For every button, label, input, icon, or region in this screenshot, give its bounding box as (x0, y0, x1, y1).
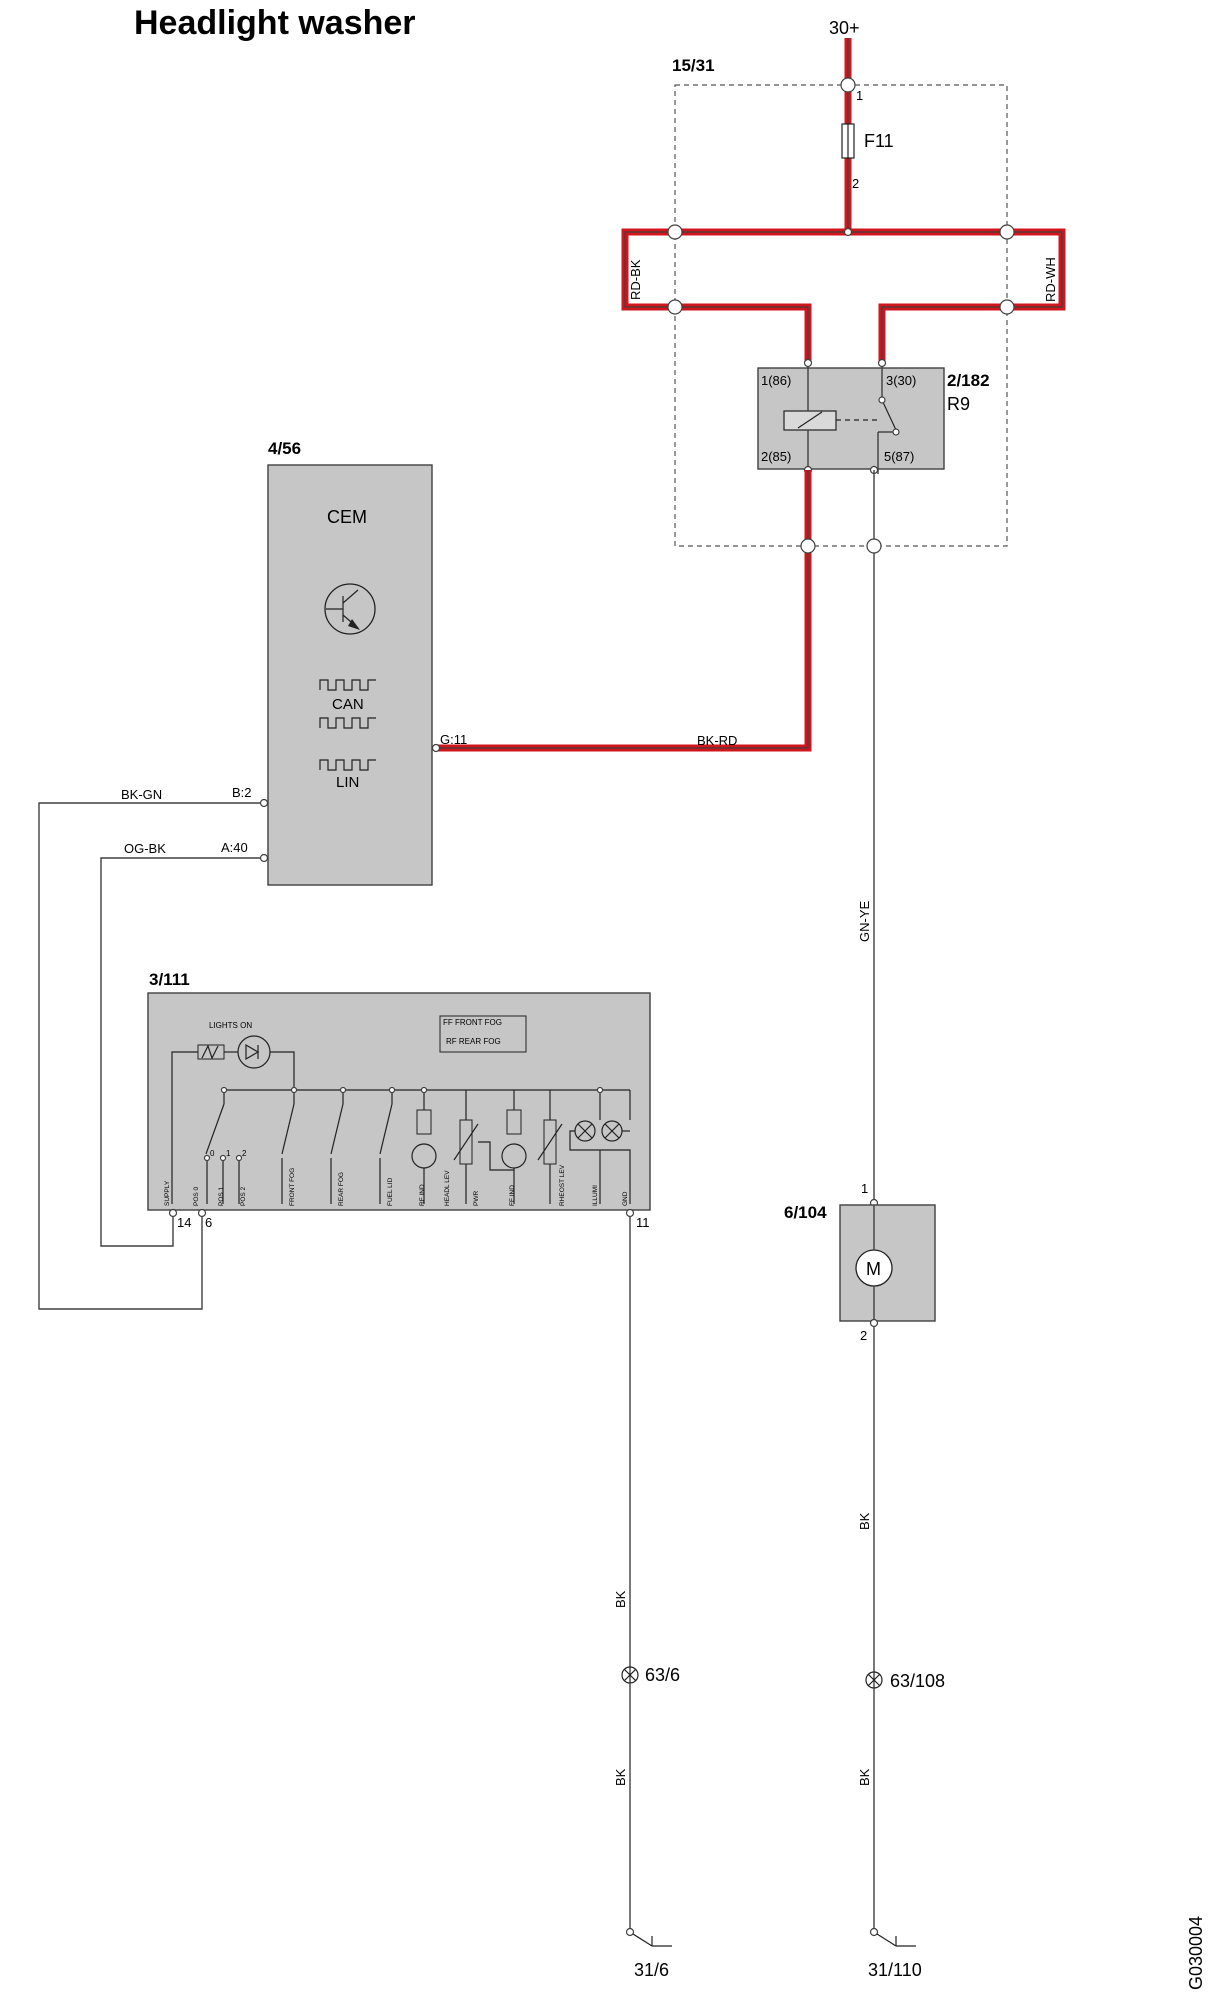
wire-label-bk-gn: BK-GN (121, 787, 162, 802)
wire-label-bk: BK (613, 1590, 628, 1608)
wire-label-gn-ye: GN-YE (857, 901, 872, 943)
splice-label-right: 63/108 (890, 1671, 945, 1691)
splice-63-108-icon (865, 1671, 883, 1689)
switch-pin-14: 14 (177, 1215, 191, 1230)
wire-bk-gn (38, 802, 260, 1310)
switch-pin-label: POS 2 (240, 1186, 247, 1206)
cem-pin-b2: B:2 (232, 785, 252, 800)
transistor-icon (324, 583, 376, 635)
box-exit-node (800, 538, 816, 554)
can-bus-icon (319, 679, 376, 729)
drawing-code: G030004 (1186, 1916, 1206, 1990)
wire-bk-rd (437, 470, 812, 752)
relay-pin-85: 2(85) (761, 449, 791, 464)
pos-mark-1: 1 (226, 1149, 231, 1158)
switch-pin-label: SUPPLY (164, 1180, 171, 1206)
switch-internal-circuit (171, 1035, 631, 1204)
relay-switch-icon (881, 399, 897, 431)
wire-label-bk: BK (857, 1768, 872, 1786)
switch-pin-label: PWR (473, 1191, 480, 1206)
switch-pin-label: HEADL LEV (444, 1170, 451, 1206)
wire-rd-wh-loop (848, 228, 1066, 311)
light-switch-module (147, 992, 651, 1211)
wire-label-bk-rd: BK-RD (697, 733, 737, 748)
switch-pin-label: POS 1 (218, 1186, 225, 1206)
wire-label-og-bk: OG-BK (124, 841, 166, 856)
fuse-top-node (840, 77, 856, 93)
can-bus-label: CAN (332, 696, 364, 713)
junction-node (667, 299, 683, 315)
page-title: Headlight washer (134, 4, 416, 42)
cem-pin-a40: A:40 (221, 840, 248, 855)
fuse-f11-label: F11 (864, 131, 894, 151)
switch-pin-11: 11 (636, 1215, 650, 1230)
wire-label-bk: BK (613, 1768, 628, 1786)
wire-og-bk (100, 857, 260, 1247)
legend-rear-fog: RF REAR FOG (446, 1037, 501, 1046)
switch-pin-label: RHEOST LEV (559, 1164, 566, 1206)
pos-mark-2: 2 (242, 1149, 247, 1158)
motor-pin-2: 2 (860, 1328, 867, 1343)
junction-node (667, 224, 683, 240)
switch-pin-label: REAR FOG (338, 1172, 345, 1206)
ground-label-right: 31/110 (868, 1960, 922, 1980)
box-exit-node (866, 538, 882, 554)
relay-pin-87: 5(87) (884, 449, 914, 464)
lights-on-label: LIGHTS ON (209, 1021, 252, 1030)
wire-label-rd-bk: RD-BK (628, 259, 643, 300)
motor-pin-1: 1 (861, 1181, 868, 1196)
cem-module (267, 464, 433, 886)
motor-symbol: M (866, 1259, 881, 1279)
fuse-pin-1: 1 (856, 88, 863, 103)
ground-icon (869, 1927, 916, 1947)
splice-63-6-icon (621, 1666, 639, 1684)
switch-pin-label: POS 0 (193, 1186, 200, 1206)
relay-pin-30: 3(30) (886, 373, 916, 388)
switch-pin-label: FF IND (509, 1185, 516, 1206)
junction-node (999, 299, 1015, 315)
fuse-pin-2: 2 (852, 176, 859, 191)
fuse-box-ref: 15/31 (672, 56, 715, 75)
junction-node (999, 224, 1015, 240)
cem-ref: 4/56 (268, 439, 301, 458)
lin-bus-icon (319, 759, 376, 771)
relay-ref: 2/182 (947, 371, 990, 390)
splice-label-left: 63/6 (645, 1665, 680, 1685)
wire-rd-bk-loop (621, 228, 848, 311)
cem-pin-g11: G:11 (440, 732, 467, 747)
legend-front-fog: FF FRONT FOG (443, 1018, 502, 1027)
wire-relay-30-feed (878, 303, 1007, 363)
switch-ref: 3/111 (149, 970, 190, 989)
wire-label-bk: BK (857, 1512, 872, 1530)
relay-name: R9 (947, 394, 970, 414)
switch-pin-label: RF IND (419, 1184, 426, 1206)
ground-label-left: 31/6 (634, 1960, 669, 1980)
pos-mark-0: 0 (210, 1149, 215, 1158)
switch-pin-label: GND (622, 1191, 629, 1206)
switch-pin-6: 6 (205, 1215, 212, 1230)
fog-legend-box (439, 1015, 527, 1053)
motor-ref: 6/104 (784, 1203, 827, 1222)
switch-pin-label: FRONT FOG (289, 1168, 296, 1206)
lin-bus-label: LIN (336, 774, 359, 791)
supply-label: 30+ (829, 18, 860, 38)
switch-pin-label: FUEL LID (387, 1177, 394, 1206)
wire-label-rd-wh: RD-WH (1043, 257, 1058, 302)
cem-name: CEM (327, 507, 367, 527)
switch-pin-label: ILLUMI (592, 1185, 599, 1206)
wire-relay-86-feed (675, 303, 812, 363)
fuse-relay-box-outline (674, 84, 1008, 547)
relay-pin-86: 1(86) (761, 373, 791, 388)
ground-icon (625, 1927, 672, 1947)
